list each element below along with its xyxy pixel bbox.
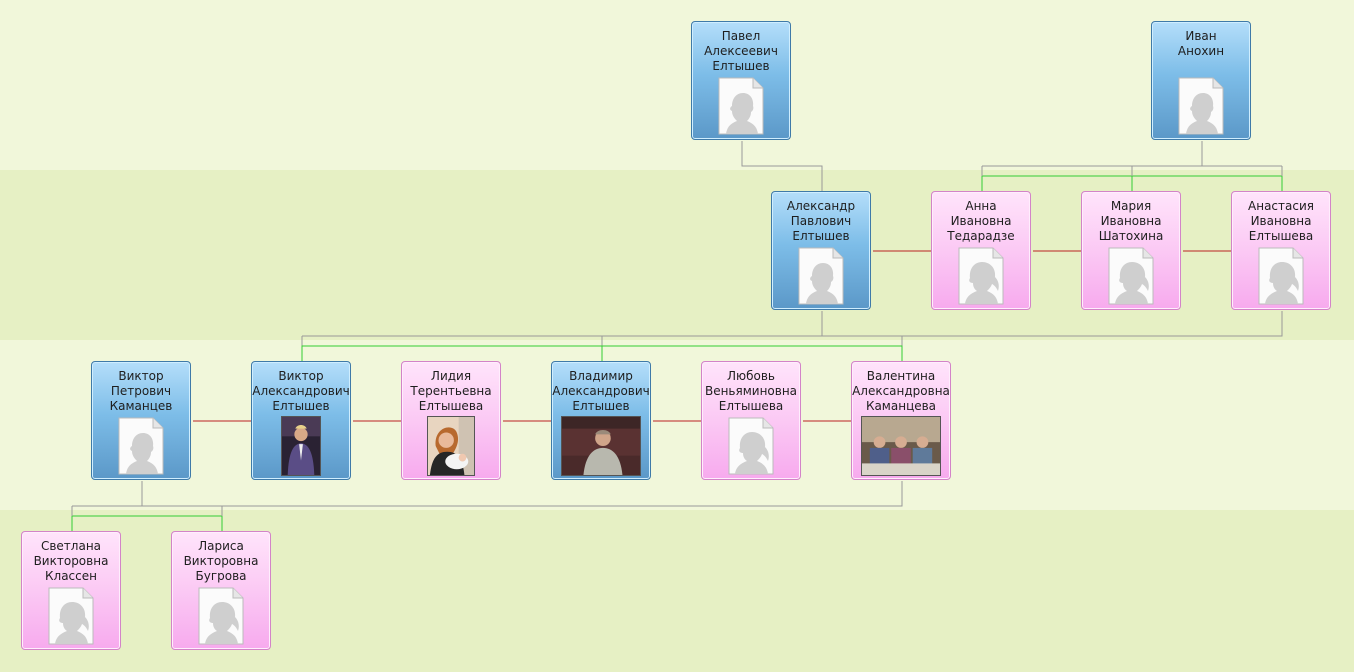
silhouette-male-icon	[118, 417, 164, 475]
generation-band-1	[0, 0, 1354, 170]
person-card-ivan[interactable]: Иван Анохин	[1151, 21, 1251, 140]
person-card-svetlana[interactable]: Светлана Викторовна Классен	[21, 531, 121, 650]
person-name: Анастасия Ивановна Елтышева	[1248, 199, 1314, 243]
person-name: Виктор Петрович Каманцев	[109, 369, 173, 413]
person-card-valentina[interactable]: Валентина Александровна Каманцева	[851, 361, 951, 480]
silhouette-female-icon	[48, 587, 94, 645]
person-name: Мария Ивановна Шатохина	[1098, 199, 1164, 243]
photo-woman-with-baby	[427, 416, 475, 476]
person-name: Владимир Александрович Елтышев	[552, 369, 650, 413]
silhouette-male-icon	[1178, 77, 1224, 135]
person-card-viktor-eltyshev[interactable]: Виктор Александрович Елтышев	[251, 361, 351, 480]
person-card-vladimir[interactable]: Владимир Александрович Елтышев	[551, 361, 651, 480]
person-card-lyubov[interactable]: Любовь Веньяминовна Елтышева	[701, 361, 801, 480]
person-name: Лидия Терентьевна Елтышева	[410, 369, 492, 413]
silhouette-male-icon	[718, 77, 764, 135]
person-card-viktor-kamantsev[interactable]: Виктор Петрович Каманцев	[91, 361, 191, 480]
person-name: Любовь Веньяминовна Елтышева	[704, 369, 798, 413]
person-name: Анна Ивановна Тедарадзе	[947, 199, 1015, 243]
person-card-larisa[interactable]: Лариса Викторовна Бугрова	[171, 531, 271, 650]
silhouette-female-icon	[1108, 247, 1154, 305]
person-name: Светлана Викторовна Классен	[33, 539, 109, 583]
silhouette-female-icon	[198, 587, 244, 645]
photo-group-at-table	[861, 416, 941, 476]
silhouette-male-icon	[798, 247, 844, 305]
silhouette-female-icon	[958, 247, 1004, 305]
silhouette-female-icon	[1258, 247, 1304, 305]
person-name: Виктор Александрович Елтышев	[252, 369, 350, 413]
generation-band-3	[0, 340, 1354, 510]
photo-man-in-suit	[281, 416, 321, 476]
person-card-pavel[interactable]: Павел Алексеевич Елтышев	[691, 21, 791, 140]
person-card-aleksandr[interactable]: Александр Павлович Елтышев	[771, 191, 871, 310]
person-name: Валентина Александровна Каманцева	[852, 369, 950, 413]
silhouette-female-icon	[728, 417, 774, 475]
person-name: Лариса Викторовна Бугрова	[183, 539, 259, 583]
photo-man-on-sofa	[561, 416, 641, 476]
person-card-lidia[interactable]: Лидия Терентьевна Елтышева	[401, 361, 501, 480]
person-name: Иван Анохин	[1177, 29, 1225, 58]
person-card-maria[interactable]: Мария Ивановна Шатохина	[1081, 191, 1181, 310]
person-card-anastasia[interactable]: Анастасия Ивановна Елтышева	[1231, 191, 1331, 310]
person-name: Александр Павлович Елтышев	[786, 199, 856, 243]
person-card-anna[interactable]: Анна Ивановна Тедарадзе	[931, 191, 1031, 310]
person-name: Павел Алексеевич Елтышев	[704, 29, 778, 73]
